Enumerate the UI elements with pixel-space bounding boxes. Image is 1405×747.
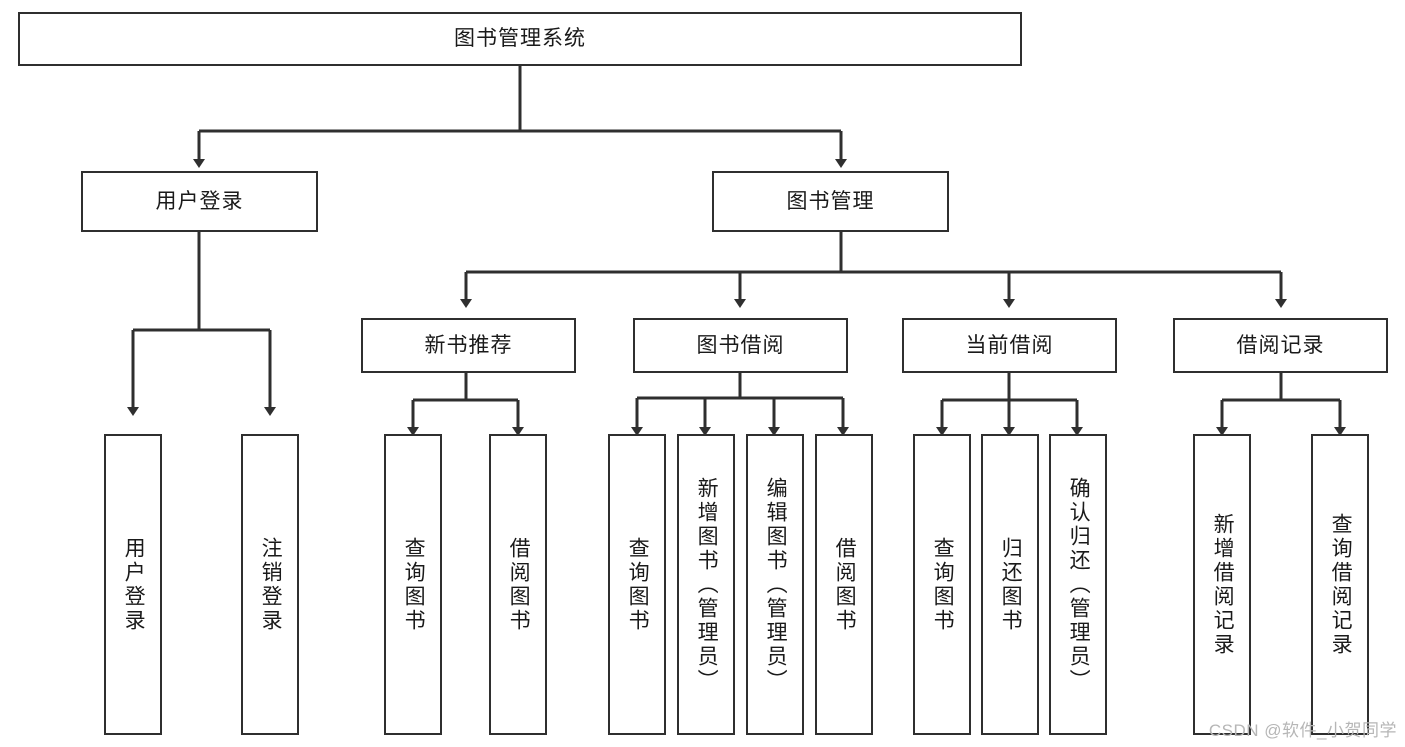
- node-book-management-label: 图书管理: [786, 189, 875, 213]
- node-leaf-query-book-3-label: 查询图书: [931, 536, 955, 633]
- node-book-borrow-label: 图书借阅: [696, 333, 785, 357]
- node-leaf-logout-label: 注销登录: [259, 536, 283, 633]
- node-root[interactable]: 图书管理系统: [18, 12, 1022, 66]
- node-book-management[interactable]: 图书管理: [712, 171, 949, 232]
- node-leaf-query-book-2-label: 查询图书: [626, 536, 650, 633]
- watermark: CSDN @软件_小贺同学: [1208, 721, 1397, 740]
- node-leaf-edit-book-label: 编辑图书（管理员）: [764, 476, 788, 693]
- node-book-borrow[interactable]: 图书借阅: [633, 318, 848, 373]
- node-new-book-recommend[interactable]: 新书推荐: [361, 318, 576, 373]
- node-borrow-record[interactable]: 借阅记录: [1173, 318, 1388, 373]
- node-user-login-label: 用户登录: [155, 189, 244, 213]
- node-leaf-query-book-3[interactable]: 查询图书: [913, 434, 971, 735]
- node-borrow-record-label: 借阅记录: [1236, 333, 1325, 357]
- node-new-book-recommend-label: 新书推荐: [424, 333, 513, 357]
- node-leaf-borrow-book-2-label: 借阅图书: [833, 536, 857, 633]
- node-leaf-add-record[interactable]: 新增借阅记录: [1193, 434, 1251, 735]
- node-leaf-edit-book[interactable]: 编辑图书（管理员）: [746, 434, 804, 735]
- node-leaf-query-book-1-label: 查询图书: [402, 536, 426, 633]
- node-leaf-user-login-label: 用户登录: [122, 536, 146, 633]
- node-leaf-logout[interactable]: 注销登录: [241, 434, 299, 735]
- node-leaf-return-book[interactable]: 归还图书: [981, 434, 1039, 735]
- node-leaf-user-login[interactable]: 用户登录: [104, 434, 162, 735]
- node-user-login[interactable]: 用户登录: [81, 171, 318, 232]
- node-leaf-add-record-label: 新增借阅记录: [1211, 512, 1235, 657]
- node-leaf-borrow-book-1[interactable]: 借阅图书: [489, 434, 547, 735]
- node-leaf-query-record[interactable]: 查询借阅记录: [1311, 434, 1369, 735]
- node-leaf-query-book-1[interactable]: 查询图书: [384, 434, 442, 735]
- node-current-borrow-label: 当前借阅: [965, 333, 1054, 357]
- node-current-borrow[interactable]: 当前借阅: [902, 318, 1117, 373]
- node-leaf-confirm-return-label: 确认归还（管理员）: [1067, 476, 1091, 693]
- node-leaf-query-book-2[interactable]: 查询图书: [608, 434, 666, 735]
- node-leaf-borrow-book-1-label: 借阅图书: [507, 536, 531, 633]
- node-leaf-query-record-label: 查询借阅记录: [1329, 512, 1353, 657]
- node-root-label: 图书管理系统: [454, 27, 586, 51]
- node-leaf-borrow-book-2[interactable]: 借阅图书: [815, 434, 873, 735]
- node-leaf-add-book-label: 新增图书（管理员）: [695, 476, 719, 693]
- node-leaf-add-book[interactable]: 新增图书（管理员）: [677, 434, 735, 735]
- node-leaf-confirm-return[interactable]: 确认归还（管理员）: [1049, 434, 1107, 735]
- node-leaf-return-book-label: 归还图书: [999, 536, 1023, 633]
